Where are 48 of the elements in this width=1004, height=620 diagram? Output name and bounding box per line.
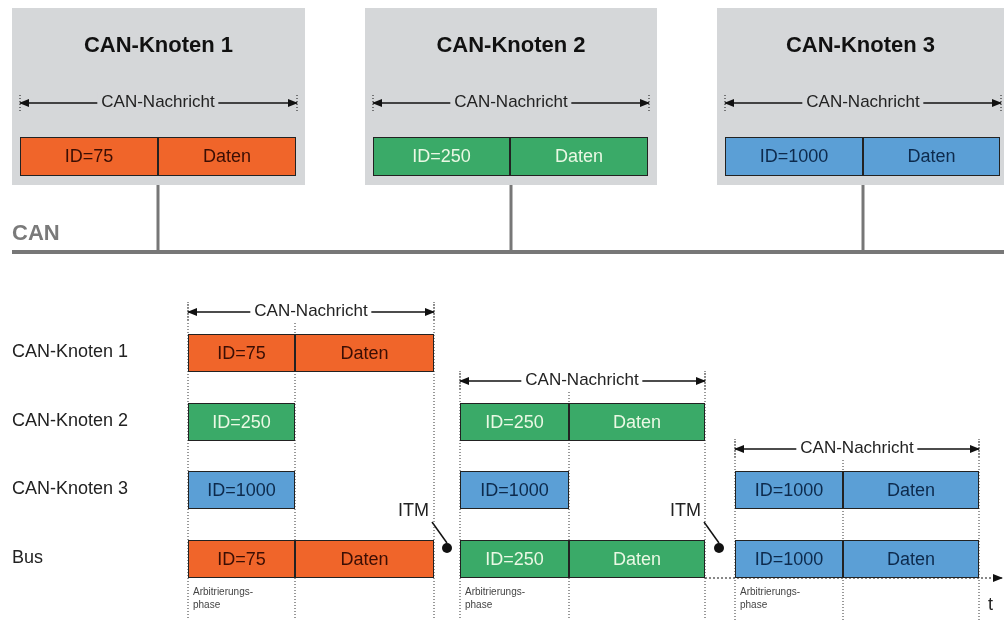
data-field: Daten [863,137,1000,176]
node-title: CAN-Knoten 2 [435,32,587,58]
axis-label: t [988,594,993,615]
id-field: ID=75 [20,137,158,176]
dimension-label: CAN-Nachricht [521,370,643,390]
leader-line [703,521,720,544]
connector-line [156,185,160,250]
node-title: CAN-Knoten 3 [784,32,937,58]
id-field: ID=75 [188,540,295,578]
data-field: Daten [569,403,705,441]
id-field: ID=1000 [188,471,295,509]
row-label: CAN-Knoten 2 [12,410,129,431]
callout-label: ITM [670,500,708,522]
row-label: CAN-Knoten 3 [12,478,129,499]
phase-note: Arbitrierungs- phase [465,585,527,611]
row-label: Bus [12,547,44,568]
phase-note: Arbitrierungs- phase [193,585,255,611]
data-field: Daten [158,137,296,176]
id-field: ID=250 [460,403,569,441]
bus-label: CAN [12,220,60,246]
id-field: ID=1000 [735,471,843,509]
id-field: ID=1000 [725,137,863,176]
id-field: ID=1000 [735,540,843,578]
callout-label: ITM [398,500,436,522]
id-field: ID=250 [460,540,569,578]
dot-marker [442,543,452,553]
node-title: CAN-Knoten 1 [82,32,235,58]
connector-line [509,185,513,250]
data-field: Daten [843,540,979,578]
row-label: CAN-Knoten 1 [12,341,129,362]
node-panel [717,8,1004,185]
data-field: ID=1000 [460,471,569,509]
id-field: Daten [295,334,434,372]
data-field: Daten [843,471,979,509]
id-field: Daten [510,137,648,176]
node-panel [12,8,305,185]
data-field: ID=250 [373,137,510,176]
connector-line [861,185,865,250]
phase-note: Arbitrierungs- phase [740,585,802,611]
data-field: ID=250 [188,403,295,441]
data-field: Daten [569,540,705,578]
data-field: ID=75 [188,334,295,372]
node-panel [365,8,657,185]
leader-line [431,521,448,544]
data-field: Daten [295,540,434,578]
dot-marker [714,543,724,553]
dimension-label: CAN-Nachricht [250,301,372,321]
dimension-label: CAN-Nachricht [796,438,918,458]
